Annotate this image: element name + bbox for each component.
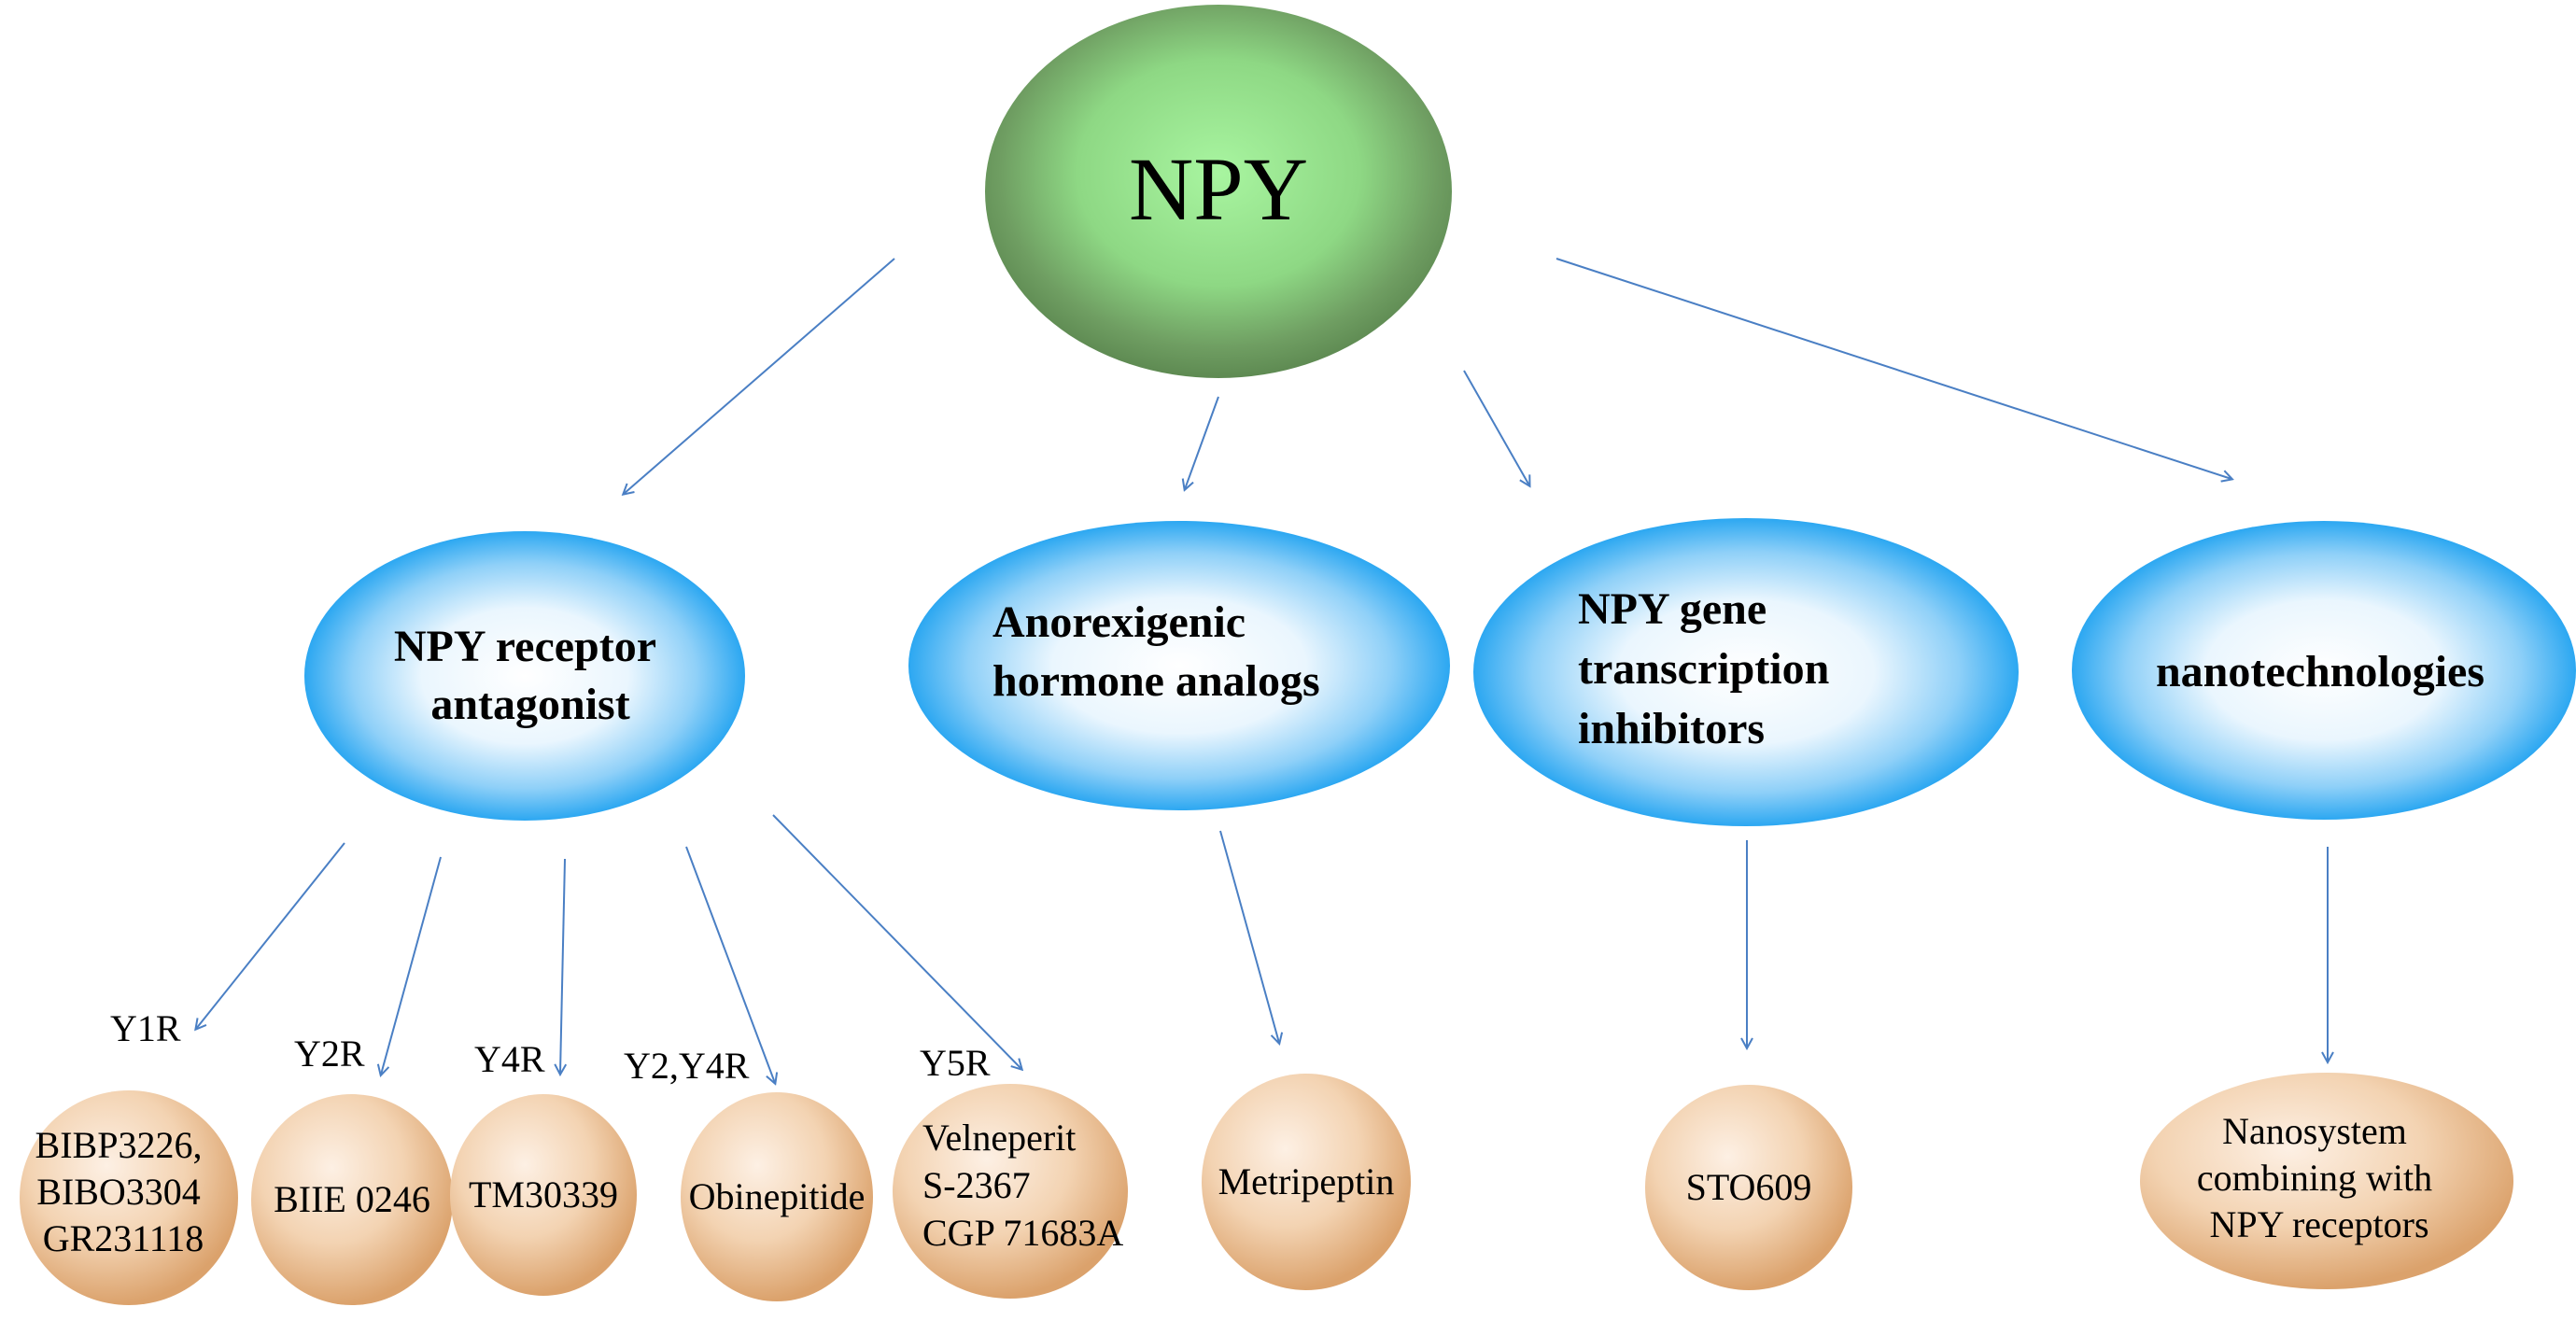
compound-label-line: NPY receptors: [2209, 1203, 2428, 1245]
compound-y1r: BIBP3226, BIBO3304 GR231118: [20, 1090, 238, 1305]
category-ellipse: [304, 531, 745, 821]
category-ellipse: [1473, 518, 2019, 826]
compound-label-line: Metripeptin: [1218, 1160, 1395, 1202]
receptor-label: Y2,Y4R: [624, 1045, 750, 1087]
svg-text:NPY gene transcription: NPY gene transcription inhibitors: [1578, 584, 1840, 753]
category-label-line: nanotechnologies: [2156, 647, 2485, 696]
arrow-root-to-anorexigenic: [1185, 396, 1219, 489]
compound-circle: [20, 1090, 238, 1305]
category-label-line: transcription: [1578, 644, 1829, 694]
compound-y2r: BIIE 0246: [251, 1094, 453, 1305]
category-label-line: hormone analogs: [992, 656, 1320, 706]
svg-text:NPY receptor antagonist: NPY receptor antagonist: [394, 622, 667, 729]
svg-text:Velneperit S-2367: Velneperit S-2367 CGP 71683A: [922, 1117, 1123, 1254]
compound-label-line: BIBO3304: [36, 1171, 201, 1213]
compound-sto609: STO609: [1645, 1085, 1852, 1290]
compound-circle: [251, 1094, 453, 1305]
svg-text:Nanosystem combining wit: Nanosystem combining with NPY receptors: [2197, 1110, 2442, 1245]
arrow-antagonist-to-y4r: [560, 858, 565, 1074]
svg-text:Anorexigenic hormone ana: Anorexigenic hormone analogs: [992, 597, 1320, 706]
category-antagonist: NPY receptor antagonist: [304, 531, 745, 821]
compound-circle: [1645, 1085, 1852, 1290]
compound-label-line: BIBP3226,: [35, 1124, 203, 1166]
category-ellipse: [2072, 521, 2576, 820]
category-label-line: inhibitors: [1578, 704, 1765, 753]
receptor-label: Y2R: [294, 1033, 365, 1075]
compound-label-line: Obinepitide: [689, 1175, 866, 1217]
compound-label-line: GR231118: [43, 1217, 204, 1259]
category-nano: nanotechnologies: [2072, 521, 2576, 820]
svg-text:BIBP3226, BIBO3304: BIBP3226, BIBO3304 GR231118: [35, 1124, 212, 1259]
receptor-label: Y5R: [920, 1042, 991, 1084]
category-ellipse: [908, 521, 1450, 810]
svg-text:Metripeptin: Metripeptin: [1218, 1160, 1395, 1202]
arrow-root-to-transcription: [1463, 370, 1529, 485]
compound-label-line: CGP 71683A: [922, 1212, 1123, 1254]
arrows: [196, 258, 2328, 1083]
category-label-line: antagonist: [430, 680, 629, 729]
svg-text:Obinepitide: Obinepitide: [689, 1175, 866, 1217]
receptor-labels: Y1R Y2R Y4R Y2,Y4R Y5R: [110, 1007, 991, 1087]
compound-label-line: BIIE 0246: [274, 1178, 430, 1220]
category-transcription: NPY gene transcription inhibitors: [1473, 518, 2019, 826]
compound-nanosystem: Nanosystem combining with NPY receptors: [2140, 1073, 2513, 1289]
compound-label-line: combining with: [2197, 1157, 2432, 1199]
compound-circle: [450, 1094, 637, 1296]
arrow-anorexigenic-to-metripeptin: [1219, 830, 1279, 1043]
svg-text:BIIE 0246: BIIE 0246: [274, 1178, 430, 1220]
root-label: NPY: [1129, 139, 1308, 239]
arrow-root-to-antagonist: [624, 258, 895, 494]
arrow-antagonist-to-y5r: [772, 814, 1021, 1069]
category-label-line: NPY gene: [1578, 584, 1767, 634]
category-anorexigenic: Anorexigenic hormone analogs: [908, 521, 1450, 810]
svg-text:STO609: STO609: [1686, 1166, 1812, 1208]
compound-circle: [681, 1092, 873, 1301]
compound-circle: [1202, 1074, 1411, 1290]
compound-circle: [2140, 1073, 2513, 1289]
compound-metripeptin: Metripeptin: [1202, 1074, 1411, 1290]
receptor-label: Y1R: [110, 1007, 181, 1049]
compound-label-line: Nanosystem: [2222, 1110, 2407, 1152]
arrow-antagonist-to-y2y4r: [685, 846, 775, 1083]
compound-label-line: Velneperit: [922, 1117, 1076, 1159]
category-label-line: NPY receptor: [394, 622, 656, 671]
compound-label-line: TM30339: [469, 1173, 618, 1216]
compound-y5r: Velneperit S-2367 CGP 71683A: [893, 1084, 1128, 1299]
compound-y2y4r: Obinepitide: [681, 1092, 873, 1301]
compound-label-line: S-2367: [922, 1164, 1031, 1206]
svg-text:TM30339: TM30339: [469, 1173, 618, 1216]
arrow-antagonist-to-y2r: [381, 856, 442, 1075]
category-label-line: Anorexigenic: [992, 597, 1246, 647]
compound-label-line: STO609: [1686, 1166, 1812, 1208]
compound-circle: [893, 1084, 1128, 1299]
svg-text:nanotechnologies: nanotechnologies: [2156, 647, 2485, 696]
arrow-root-to-nano: [1555, 258, 2231, 479]
compound-y4r: TM30339: [450, 1094, 637, 1296]
receptor-label: Y4R: [474, 1038, 545, 1080]
root-node: NPY: [985, 5, 1452, 378]
root-ellipse: [985, 5, 1452, 378]
arrow-antagonist-to-y1r: [196, 842, 345, 1029]
